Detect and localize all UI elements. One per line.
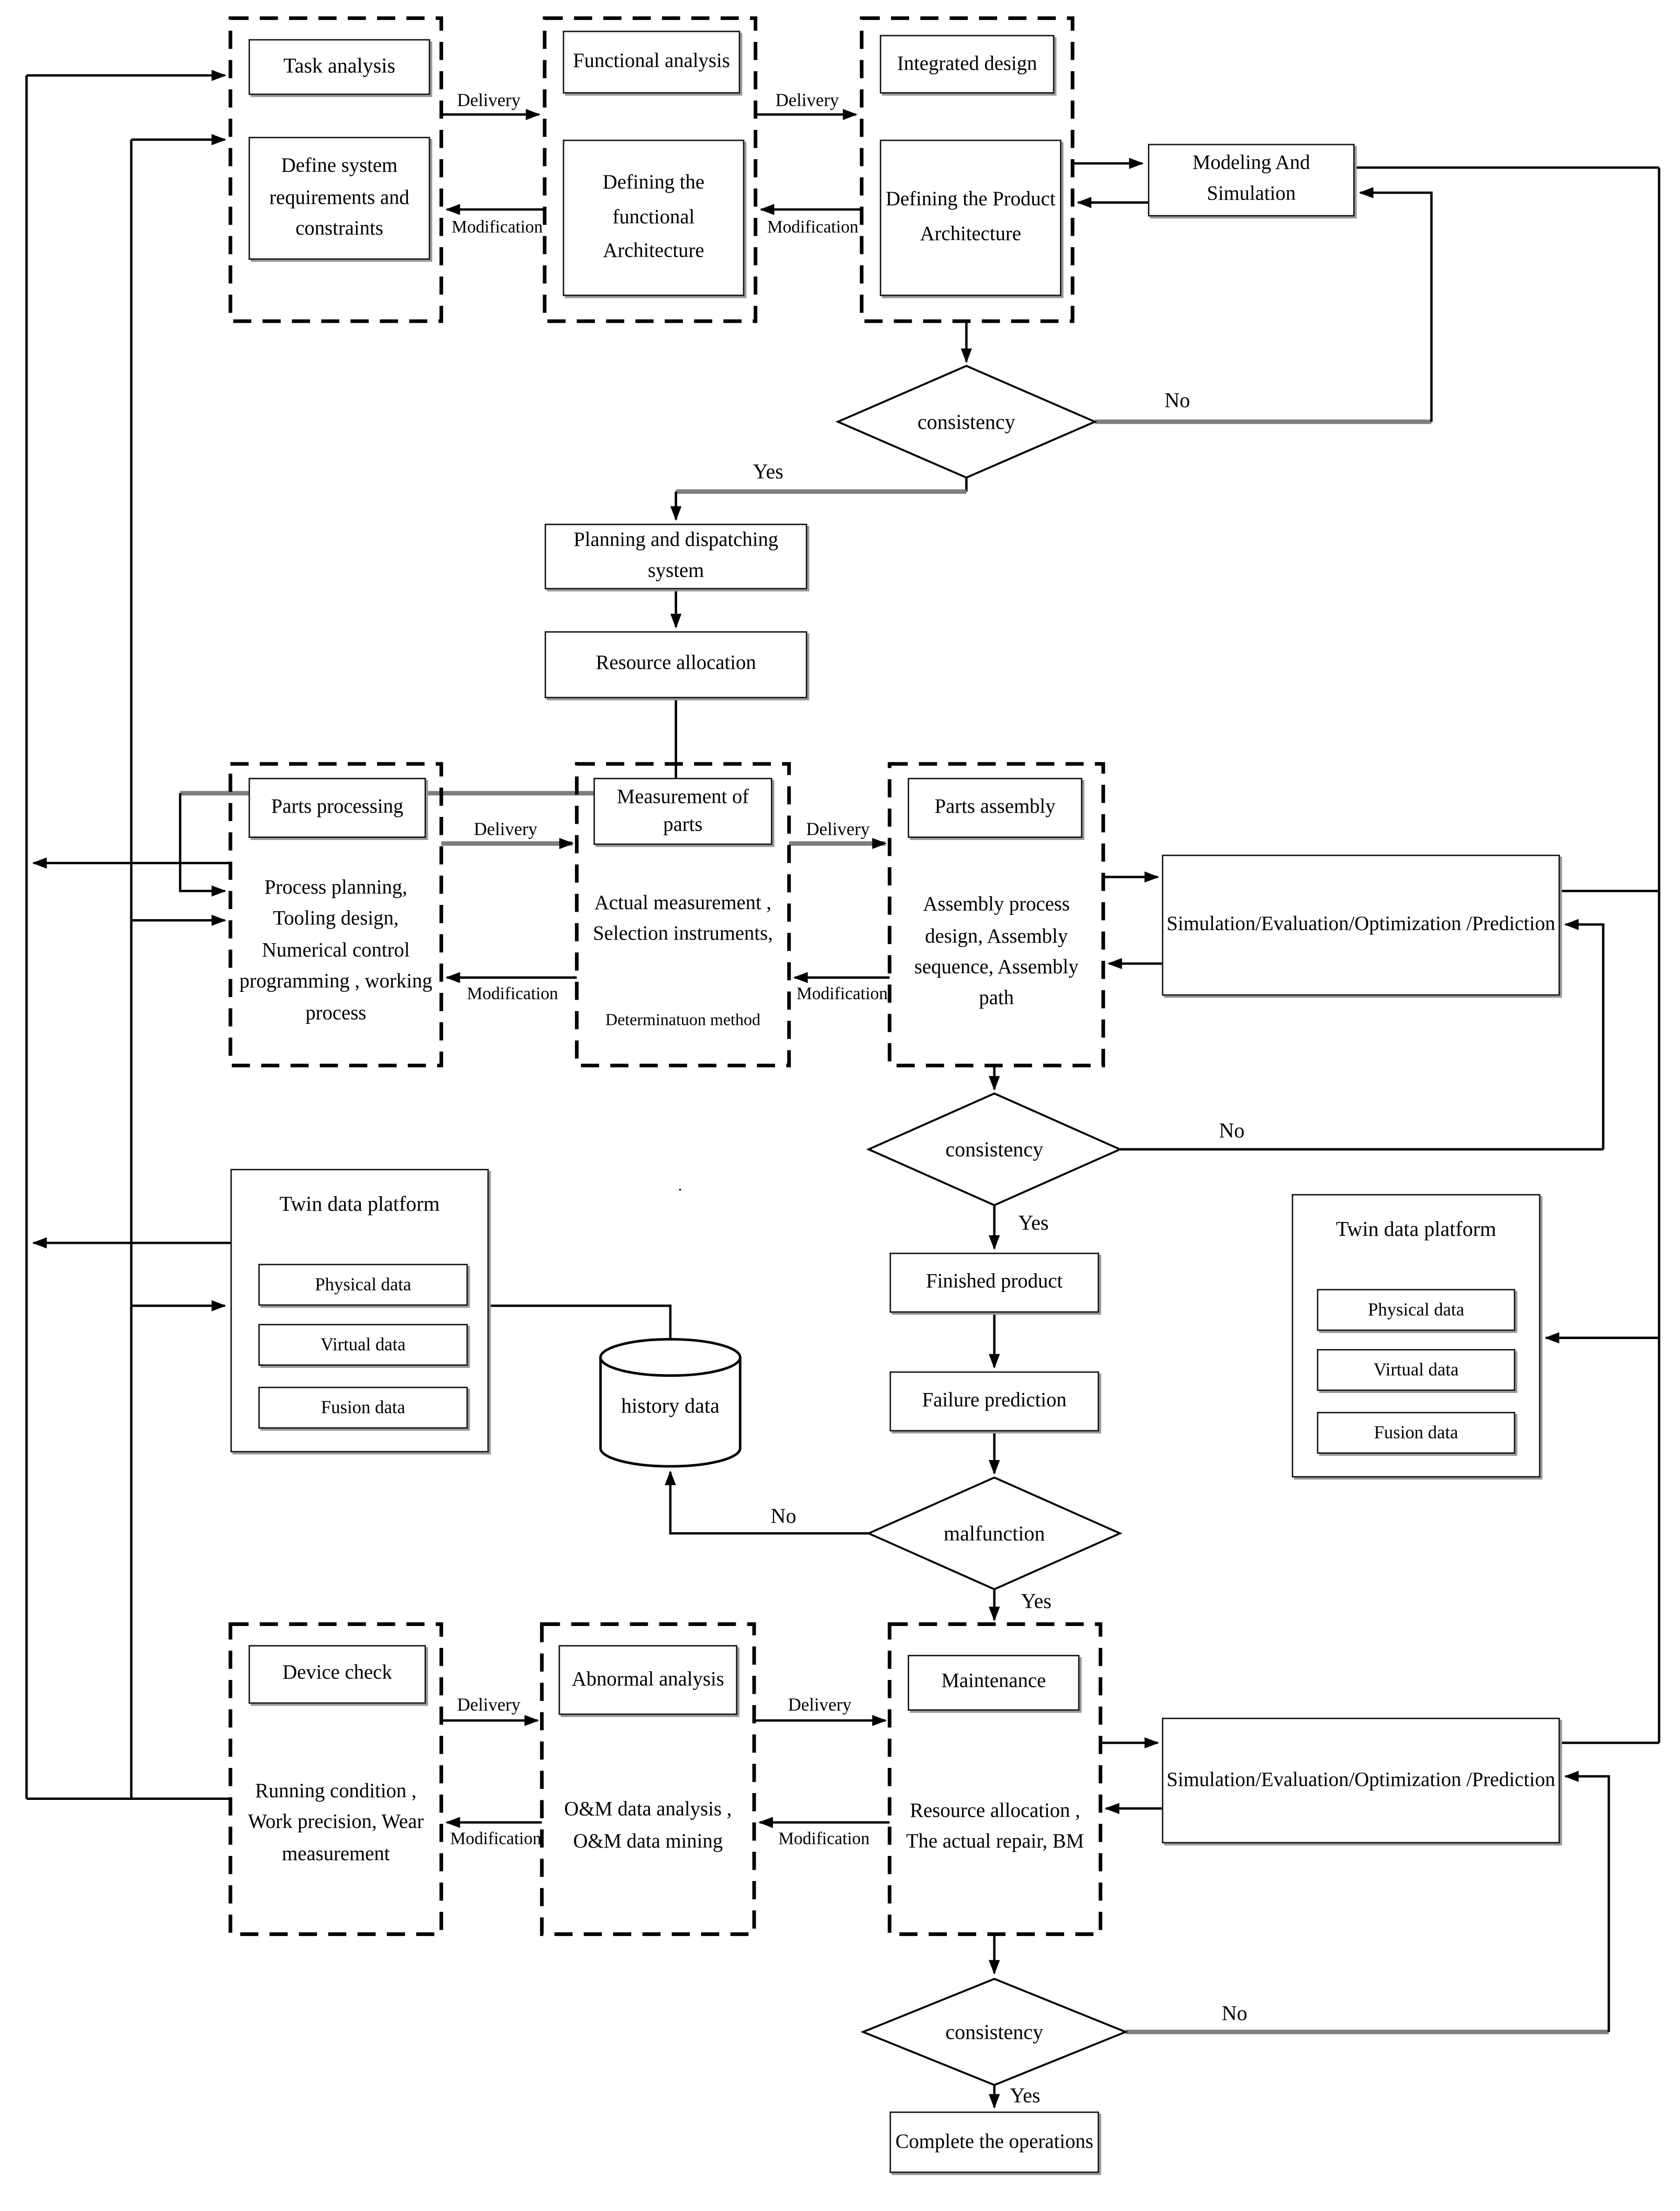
twin-right-virtual-data: Virtual data <box>1317 1349 1516 1391</box>
simulation-evaluation-lower: Simulation/Evaluation/Optimization /Pred… <box>1162 1718 1560 1844</box>
device-check-group <box>228 1622 444 1936</box>
malfunction-decision-shape <box>866 1476 1123 1590</box>
defining-functional-architecture: Defining the functional Architecture <box>562 139 745 296</box>
consistency3-no-return <box>1564 1771 1610 2032</box>
history-data-label: history data <box>621 1394 720 1418</box>
task-analysis: Task analysis <box>248 39 430 95</box>
no-label-1: No <box>1164 390 1190 413</box>
parts-assembly-group <box>888 762 1106 1068</box>
no-label-3: No <box>770 1506 797 1529</box>
delivery-label-4: Delivery <box>806 818 870 839</box>
modification-label-2: Modification <box>767 217 859 237</box>
parts-processing-detail: Process planning, Tooling design, Numeri… <box>239 877 433 1025</box>
device-check-detail: Running condition , Work precision, Wear… <box>248 1780 424 1866</box>
measurement-detail-2: Determinatuon method <box>605 1009 760 1029</box>
modification-label-1: Modification <box>451 217 543 237</box>
modification-label-3: Modification <box>467 983 558 1004</box>
complete-the-operations: Complete the operations <box>889 2111 1099 2173</box>
abnormal-analysis-group <box>540 1622 756 1936</box>
functional-analysis: Functional analysis <box>562 30 740 94</box>
delivery-label-6: Delivery <box>788 1694 852 1715</box>
yes-label-3: Yes <box>1021 1591 1052 1614</box>
parts-processing: Parts processing <box>248 778 426 838</box>
measurement-of-parts: Measurement of parts <box>593 778 772 845</box>
twin-left-to-history <box>489 1305 672 1341</box>
yes-label-1: Yes <box>753 461 783 484</box>
yes-label-4: Yes <box>1010 2085 1041 2108</box>
delivery-label-2: Delivery <box>775 89 839 110</box>
consistency-decision-3-label: consistency <box>945 2020 1043 2044</box>
malfunction-no-to-history <box>665 1471 869 1535</box>
task-analysis-group <box>228 16 444 323</box>
twin-left-physical-data: Physical data <box>258 1264 468 1306</box>
failure-prediction: Failure prediction <box>889 1371 1099 1432</box>
consistency-decision-2-label: consistency <box>945 1137 1043 1161</box>
modification-label-6: Modification <box>778 1829 870 1849</box>
consistency-decision-1-shape <box>835 364 1098 479</box>
planning-dispatching-system: Planning and dispatching system <box>545 524 808 590</box>
stray-dot: . <box>678 1175 682 1195</box>
yes-label-2: Yes <box>1018 1213 1049 1235</box>
maintenance-detail: Resource allocation , The actual repair,… <box>906 1799 1084 1853</box>
twin-right-fusion-data: Fusion data <box>1317 1412 1516 1454</box>
delivery-label-1: Delivery <box>457 89 521 110</box>
no-label-4: No <box>1221 2003 1247 2026</box>
device-check: Device check <box>248 1645 426 1704</box>
finished-product: Finished product <box>889 1253 1099 1313</box>
consistency-decision-1-label: consistency <box>918 410 1015 434</box>
twin-left-virtual-data: Virtual data <box>258 1324 468 1366</box>
consistency2-no-return <box>1564 919 1605 1149</box>
history-data-body <box>599 1357 742 1468</box>
modification-label-5: Modification <box>450 1829 541 1849</box>
malfunction-decision-label: malfunction <box>944 1522 1045 1545</box>
defining-product-architecture: Defining the Product Architecture <box>880 139 1062 296</box>
measurement-detail-1: Actual measurement , Selection instrumen… <box>593 891 773 946</box>
twin-right-physical-data: Physical data <box>1317 1289 1516 1331</box>
maintenance: Maintenance <box>908 1655 1080 1711</box>
twin-left-fusion-data: Fusion data <box>258 1387 468 1429</box>
abnormal-analysis-detail: O&M data analysis , O&M data mining <box>564 1798 732 1853</box>
parts-processing-group <box>228 762 444 1068</box>
modification-label-4: Modification <box>796 983 888 1004</box>
define-system-requirements: Define system requirements and constrain… <box>248 137 430 260</box>
parts-assembly: Parts assembly <box>908 778 1082 838</box>
twin-left-title: Twin data platform <box>279 1193 440 1217</box>
consistency1-no-return <box>1358 187 1433 422</box>
resource-into-parts-processing <box>179 793 227 897</box>
simulation-evaluation-upper: Simulation/Evaluation/Optimization /Pred… <box>1162 855 1560 996</box>
consistency-decision-2-shape <box>866 1092 1123 1207</box>
maintenance-group <box>888 1622 1102 1936</box>
consistency-decision-3-shape <box>860 1977 1129 2086</box>
parts-assembly-detail: Assembly process design, Assembly sequen… <box>914 893 1079 1011</box>
integrated-design: Integrated design <box>880 35 1055 94</box>
twin-right-title: Twin data platform <box>1336 1219 1497 1242</box>
measurement-group <box>574 762 791 1068</box>
history-data-top <box>599 1337 742 1377</box>
resource-allocation: Resource allocation <box>545 631 808 699</box>
no-label-2: No <box>1219 1121 1245 1143</box>
abnormal-analysis: Abnormal analysis <box>558 1645 738 1715</box>
modeling-and-simulation: Modeling And Simulation <box>1148 143 1355 217</box>
functional-analysis-group <box>543 16 758 323</box>
delivery-label-5: Delivery <box>457 1694 521 1715</box>
delivery-label-3: Delivery <box>473 818 537 839</box>
integrated-design-group <box>859 16 1075 323</box>
